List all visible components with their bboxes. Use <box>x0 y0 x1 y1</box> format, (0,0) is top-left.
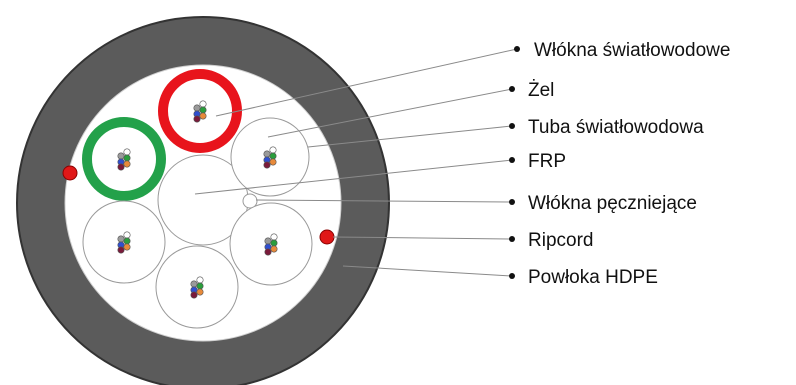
fiber-bundle <box>117 148 131 171</box>
ripcord-left <box>62 165 78 181</box>
bullet-fibers <box>514 46 520 52</box>
label-gel: Żel <box>528 80 554 101</box>
optical-fiber <box>117 163 125 171</box>
fiber-bundle <box>263 146 277 169</box>
label-frp: FRP <box>528 151 566 172</box>
optical-fiber <box>123 243 131 251</box>
fiber-bundle <box>190 276 204 299</box>
optical-fiber <box>270 245 278 253</box>
optical-fiber <box>199 100 207 108</box>
label-swelling: Włókna pęczniejące <box>528 193 697 214</box>
label-bullets <box>509 46 520 279</box>
optical-fiber <box>193 115 201 123</box>
bullet-frp <box>509 157 515 163</box>
tube <box>230 117 310 197</box>
swelling-yarn <box>242 193 258 209</box>
label-fibers: Włókna światłowodowe <box>534 40 730 61</box>
optical-fiber <box>270 239 278 247</box>
bullet-gel <box>509 86 515 92</box>
labels: Włókna światłowodowe Żel Tuba światłowod… <box>528 40 730 288</box>
optical-fiber <box>196 288 204 296</box>
optical-fiber <box>123 154 131 162</box>
optical-fiber <box>193 104 201 112</box>
label-tube: Tuba światłowodowa <box>528 117 704 138</box>
optical-fiber <box>199 112 207 120</box>
optical-fiber <box>123 148 131 156</box>
cable-body <box>16 16 390 385</box>
fiber-bundle <box>193 100 207 123</box>
tube <box>82 117 166 201</box>
fiber-bundle <box>264 233 278 256</box>
leader-line-ripcord <box>332 236 513 240</box>
ripcord-right <box>319 229 335 245</box>
optical-fiber <box>263 161 271 169</box>
optical-fiber <box>123 231 131 239</box>
optical-fiber <box>270 233 278 241</box>
bullet-sheath <box>509 273 515 279</box>
tube <box>155 245 239 329</box>
optical-fiber <box>263 150 271 158</box>
optical-fiber <box>117 235 125 243</box>
optical-fiber <box>269 152 277 160</box>
optical-fiber <box>196 276 204 284</box>
optical-fiber <box>269 158 277 166</box>
optical-fiber <box>264 237 272 245</box>
leader-line-frp <box>194 159 513 195</box>
optical-fiber <box>123 160 131 168</box>
fiber-bundle <box>117 231 131 254</box>
optical-fiber <box>269 146 277 154</box>
label-ripcord: Ripcord <box>528 230 593 251</box>
optical-fiber <box>123 237 131 245</box>
optical-fiber <box>190 291 198 299</box>
leader-line-tube <box>307 125 513 148</box>
bullet-swelling <box>509 199 515 205</box>
tube <box>82 200 166 284</box>
optical-fiber <box>196 282 204 290</box>
optical-fiber <box>199 106 207 114</box>
bullet-tube <box>509 123 515 129</box>
bullet-ripcord <box>509 236 515 242</box>
optical-fiber <box>264 248 272 256</box>
leader-line-fibers <box>215 48 518 117</box>
optical-fiber <box>117 152 125 160</box>
tube <box>229 202 313 286</box>
leader-line-gel <box>267 88 513 138</box>
optical-fiber <box>190 280 198 288</box>
leader-line-swelling <box>255 199 513 203</box>
leader-lines <box>194 48 518 277</box>
tube <box>158 69 242 153</box>
leader-line-sheath <box>342 265 513 277</box>
label-sheath: Powłoka HDPE <box>528 267 658 288</box>
optical-fiber <box>117 246 125 254</box>
